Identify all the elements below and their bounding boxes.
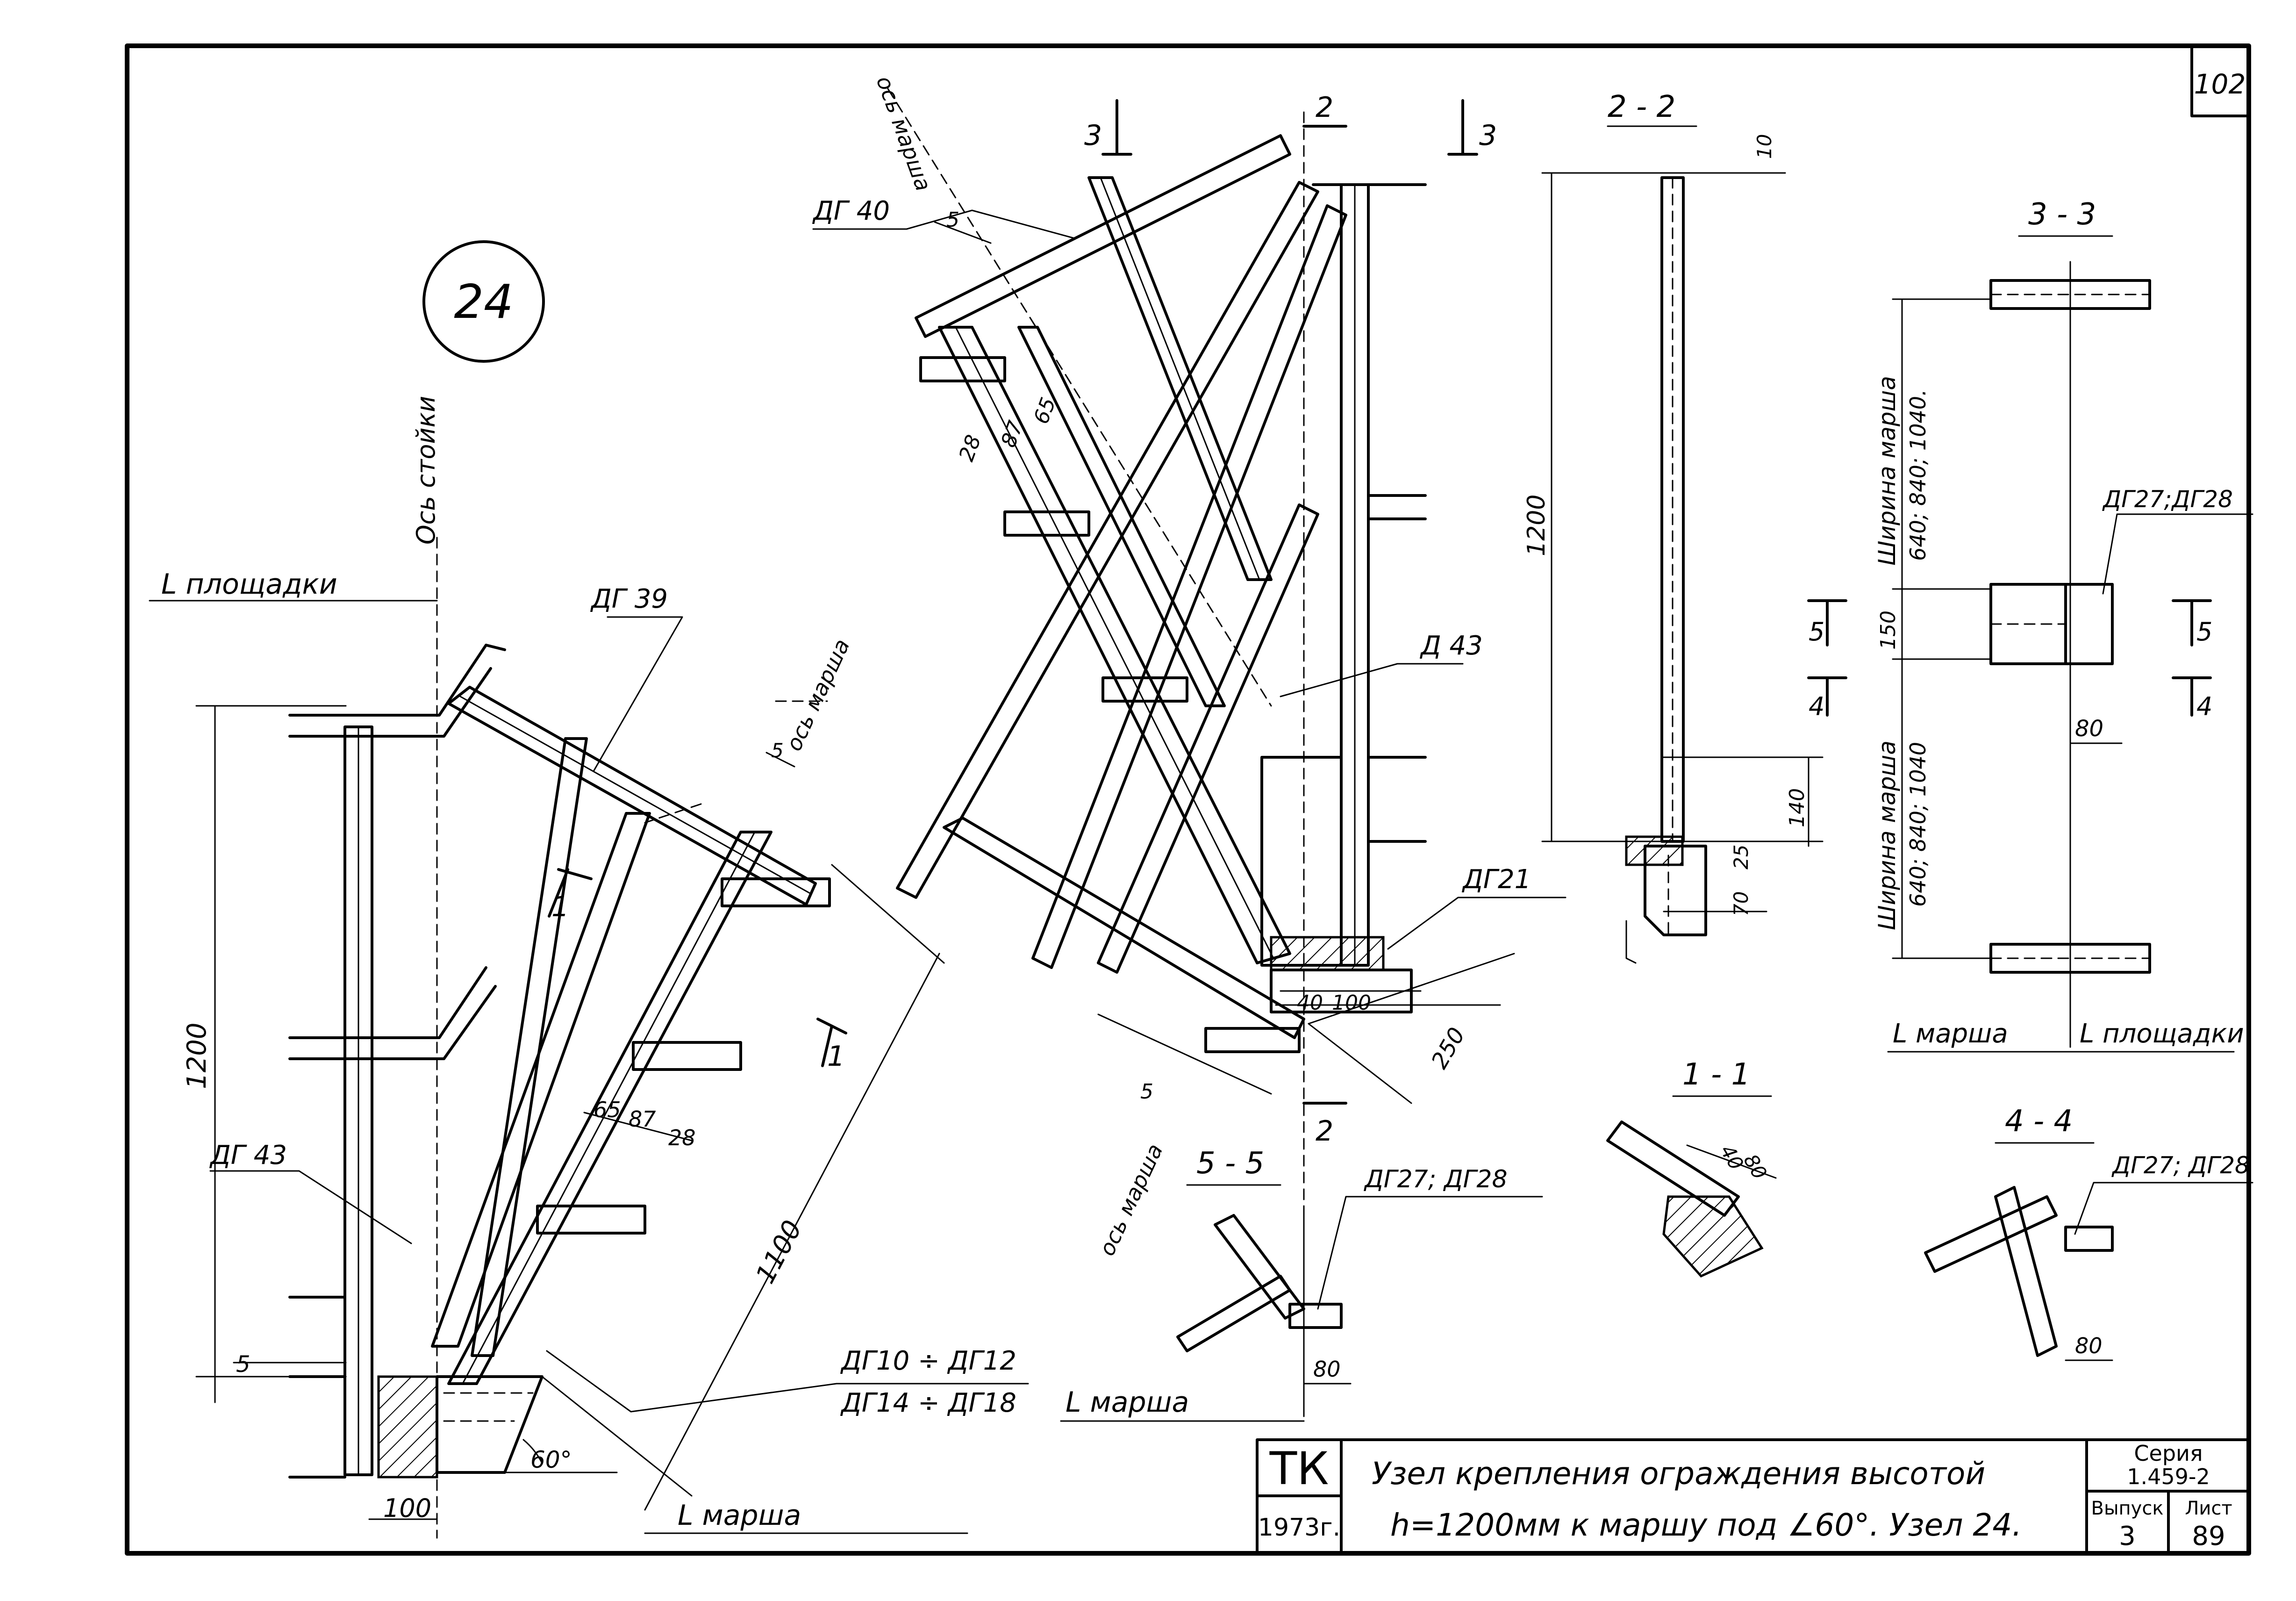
page-number: 102: [2194, 68, 2246, 100]
flight-L-label-mid: L марша: [1066, 1386, 1189, 1419]
label-dg21: ДГ21: [1461, 864, 1531, 895]
flight-L-label-right: L марша: [1893, 1019, 2008, 1049]
angle-60-label: 60°: [530, 1446, 572, 1473]
section-3-3-title: 3 - 3: [2028, 197, 2096, 232]
label-dg-range-1: ДГ10 ÷ ДГ12: [840, 1346, 1016, 1376]
section-2-2: 2 - 2 1200 10 140 70 25: [1523, 90, 1824, 964]
dim-28-a: 28: [668, 1125, 696, 1150]
dim-80-a: 80: [2075, 716, 2103, 742]
dim-87-b: 87: [996, 418, 1028, 451]
dim-40: 40: [1297, 991, 1323, 1015]
label-d43: Д 43: [1419, 631, 1483, 661]
dim-100-mid: 100: [1332, 991, 1371, 1015]
axis-flight-top-label: ось марша: [872, 72, 937, 194]
upper-truss-view: ось марша 3 3 2 2: [812, 72, 1566, 1422]
section-mark-5-b: 5: [2196, 617, 2212, 646]
label-dg27-28-b: ДГ27; ДГ28: [2111, 1152, 2250, 1179]
dim-1100: 1100: [750, 1215, 808, 1288]
node-number: 24: [454, 274, 513, 329]
dim-250: 250: [1426, 1023, 1470, 1073]
flight-L-label-left: L марша: [678, 1499, 801, 1532]
dim-5-a: 5: [236, 1351, 250, 1378]
section-mark-3-a: 3: [1084, 119, 1102, 152]
section-mark-4-b: 4: [2196, 692, 2212, 721]
label-dg27-28-a: ДГ27; ДГ28: [1364, 1165, 1508, 1193]
section-mark-1-a: 1: [551, 890, 569, 923]
section-5-5-title: 5 - 5: [1196, 1146, 1264, 1181]
dim-80-b: 80: [1313, 1357, 1341, 1382]
axis-flight-left-label: ось марша: [781, 635, 855, 754]
dim-5-b: 5: [771, 739, 784, 762]
dim-10: 10: [1753, 134, 1776, 159]
dim-100-left: 100: [383, 1493, 431, 1523]
dim-5-c: 5: [946, 208, 959, 232]
label-dg-range-2: ДГ14 ÷ ДГ18: [840, 1388, 1016, 1418]
label-dg39: ДГ 39: [590, 584, 668, 614]
dim-28-b: 28: [954, 432, 986, 465]
label-dg40: ДГ 40: [812, 196, 890, 226]
series-label: Серия: [2134, 1441, 2203, 1466]
section-4-4-title: 4 - 4: [2005, 1104, 2073, 1139]
dim-150: 150: [1876, 610, 1900, 650]
section-mark-3-b: 3: [1479, 119, 1497, 152]
section-1-1: 1 - 1 40 80: [1606, 1057, 1777, 1278]
dim-87-a: 87: [629, 1106, 656, 1132]
label-dg43-left: ДГ 43: [209, 1140, 287, 1170]
section-mark-2-b: 2: [1316, 1115, 1333, 1148]
title-line1: Узел крепления ограждения высотой: [1372, 1456, 1985, 1492]
section-mark-5-a: 5: [1809, 617, 1824, 646]
left-elevation: Ось стойки L площадки: [149, 396, 1029, 1539]
section-3-3: 3 - 3 Ширина марша 640; 840; 1040. 150 Ш…: [1807, 197, 2253, 1053]
axis-flight-bottom-label: ось марша: [1094, 1140, 1168, 1259]
sheet-label: Лист: [2185, 1498, 2232, 1519]
dim-70: 70: [1730, 891, 1752, 916]
section-mark-2-a: 2: [1316, 91, 1333, 124]
section-1-1-title: 1 - 1: [1682, 1057, 1750, 1092]
label-dg27-28-c: ДГ27;ДГ28: [2102, 486, 2233, 513]
dim-1200-mid: 1200: [1523, 495, 1551, 556]
dim-40-b: 40: [1716, 1141, 1748, 1174]
landing-L-label-left: L площадки: [161, 568, 337, 601]
sheet-value: 89: [2192, 1521, 2225, 1551]
section-mark-4-a: 4: [1809, 692, 1824, 721]
dim-140: 140: [1785, 788, 1809, 827]
width-label-upper: Ширина марша: [1874, 376, 1901, 566]
node-badge: 24: [422, 240, 545, 363]
title-org: ТК: [1269, 1443, 1329, 1495]
dim-1200-left: 1200: [182, 1022, 212, 1089]
landing-L-label-right: L площадки: [2080, 1019, 2244, 1049]
section-mark-1-b: 1: [827, 1040, 845, 1073]
dim-25: 25: [1730, 845, 1752, 869]
width-label-lower: Ширина марша: [1874, 740, 1901, 930]
axis-stand-label: Ось стойки: [411, 396, 441, 545]
dim-5-d: 5: [1140, 1080, 1153, 1104]
section-5-5: 5 - 5 ДГ27; ДГ28 80: [1176, 1146, 1543, 1413]
title-year: 1973г.: [1258, 1514, 1340, 1542]
issue-label: Выпуск: [2091, 1498, 2164, 1519]
issue-value: 3: [2119, 1521, 2136, 1551]
title-line2: h=1200мм к маршу под ∠60°. Узел 24.: [1390, 1507, 2022, 1543]
series-value: 1.459-2: [2127, 1464, 2210, 1489]
section-2-2-title: 2 - 2: [1608, 90, 1675, 124]
width-values-lower: 640; 840; 1040: [1905, 742, 1931, 907]
sheet-frame: 10 2: [125, 43, 2251, 1556]
title-block: ТК 1973г. Узел крепления ограждения высо…: [1256, 1438, 2250, 1555]
dim-80-c: 80: [2075, 1333, 2103, 1358]
section-4-4: 4 - 4 ДГ27; ДГ28 80: [1924, 1104, 2253, 1361]
dim-65-a: 65: [594, 1097, 621, 1122]
width-values-upper: 640; 840; 1040.: [1905, 389, 1931, 561]
